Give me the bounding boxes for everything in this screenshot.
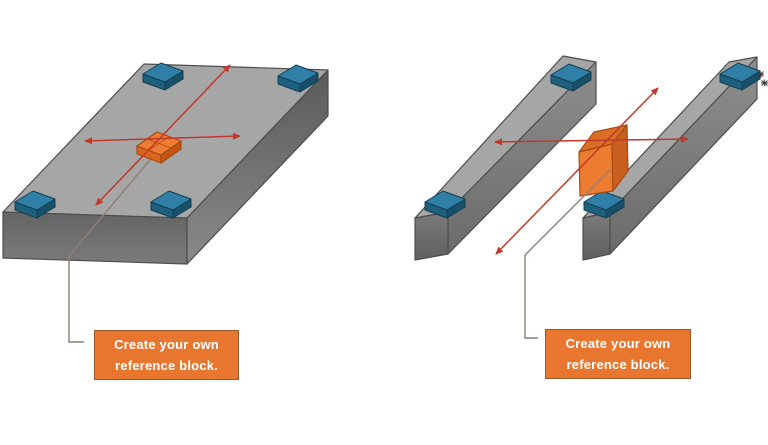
callout-text-line2: reference block.: [115, 358, 218, 373]
diagonal-axis-arrow: [495, 87, 659, 255]
sparkle-mark-icon: [757, 70, 768, 87]
right-rail-end-face: [582, 211, 611, 261]
left-figure: [2, 62, 329, 343]
measurement-arrows-right: [494, 87, 689, 255]
callout-text-line1: Create your own: [114, 337, 219, 352]
callout-text-line2: reference block.: [566, 357, 670, 372]
right-figure: [414, 55, 768, 339]
reference-plate: [2, 63, 329, 265]
callout-text-line1: Create your own: [565, 336, 671, 351]
short-axis-arrow: [84, 132, 241, 145]
left-callout-box: Create your own reference block.: [94, 330, 239, 380]
right-callout-box: Create your own reference block.: [545, 329, 691, 379]
plate-front-face: [2, 211, 188, 265]
left-rail-end-face: [414, 211, 449, 261]
measurement-arrows-left: [84, 64, 241, 206]
